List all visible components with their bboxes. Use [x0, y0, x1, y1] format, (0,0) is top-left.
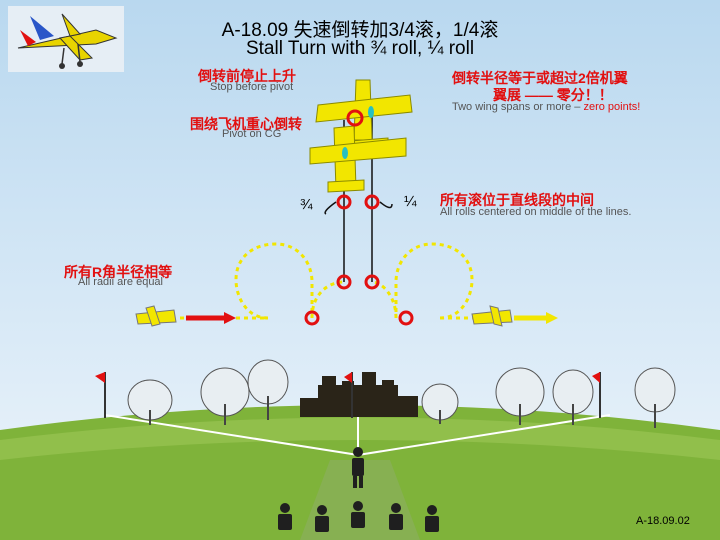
quarter-label: ¼	[404, 193, 417, 210]
three-quarter-label: ¾	[300, 196, 313, 213]
ground-line-right	[357, 414, 611, 456]
radii-equal-en: All radii are equal	[78, 276, 163, 288]
radius-warning-en-b: zero points!	[583, 101, 641, 113]
radius-warning-zh-2b: 零分！！	[556, 87, 613, 103]
castle-silhouette	[300, 372, 418, 417]
footer-code: A-18.09.02	[636, 515, 690, 527]
flag-left	[95, 372, 106, 418]
radius-warning-en-a: Two wing spans or more –	[452, 101, 584, 113]
three-quarter-roll-arrow	[324, 201, 337, 215]
entry-arrow	[186, 312, 236, 324]
loop-left	[234, 242, 314, 320]
entry-radius-arc	[243, 205, 342, 318]
loop-right-down	[371, 280, 398, 319]
radius-warning-zh-2a: 翼展 ——	[493, 87, 557, 103]
title-line-1: A-18.09 失速倒转加3/4滚，1/4滚	[221, 20, 499, 41]
entry-aircraft	[135, 305, 177, 327]
stop-before-pivot-en: Stop before pivot	[210, 81, 294, 93]
trees	[127, 359, 676, 428]
aircraft-mid-cyan-dots	[342, 106, 374, 159]
title-line-2: Stall Turn with ¾ roll, ¼ roll	[245, 38, 475, 59]
grass-highlight	[0, 417, 720, 460]
loop-left-up	[310, 280, 345, 319]
exit-aircraft	[471, 305, 513, 327]
rolls-centered-en: All rolls centered on middle of the line…	[440, 206, 632, 218]
pilot-figure	[352, 447, 364, 488]
rolls-centered-zh: 所有滚位于直线段的中间	[440, 192, 594, 208]
radii-equal-zh: 所有R角半径相等	[64, 264, 173, 280]
stop-before-pivot-zh: 倒转前停止上升	[198, 68, 296, 84]
roll-markers	[304, 109, 414, 326]
loop-right	[394, 242, 474, 320]
exit-arrow	[514, 312, 558, 324]
ground-line-left	[104, 414, 359, 456]
flag-center	[344, 372, 353, 418]
aircraft-photo	[8, 6, 124, 72]
flag-right	[592, 372, 601, 418]
pivot-on-cg-en: Pivot on CG	[222, 128, 282, 140]
radius-warning-en: Two wing spans or more – zero points!	[452, 101, 640, 113]
quarter-roll-arrow	[379, 201, 393, 209]
radius-warning-zh-1: 倒转半径等于或超过2倍机翼	[452, 70, 628, 86]
pivot-on-cg-zh: 围绕飞机重心倒转	[190, 116, 302, 132]
radius-warning-zh-2: 翼展 —— 零分！！	[493, 85, 613, 105]
judges-group	[278, 501, 439, 532]
